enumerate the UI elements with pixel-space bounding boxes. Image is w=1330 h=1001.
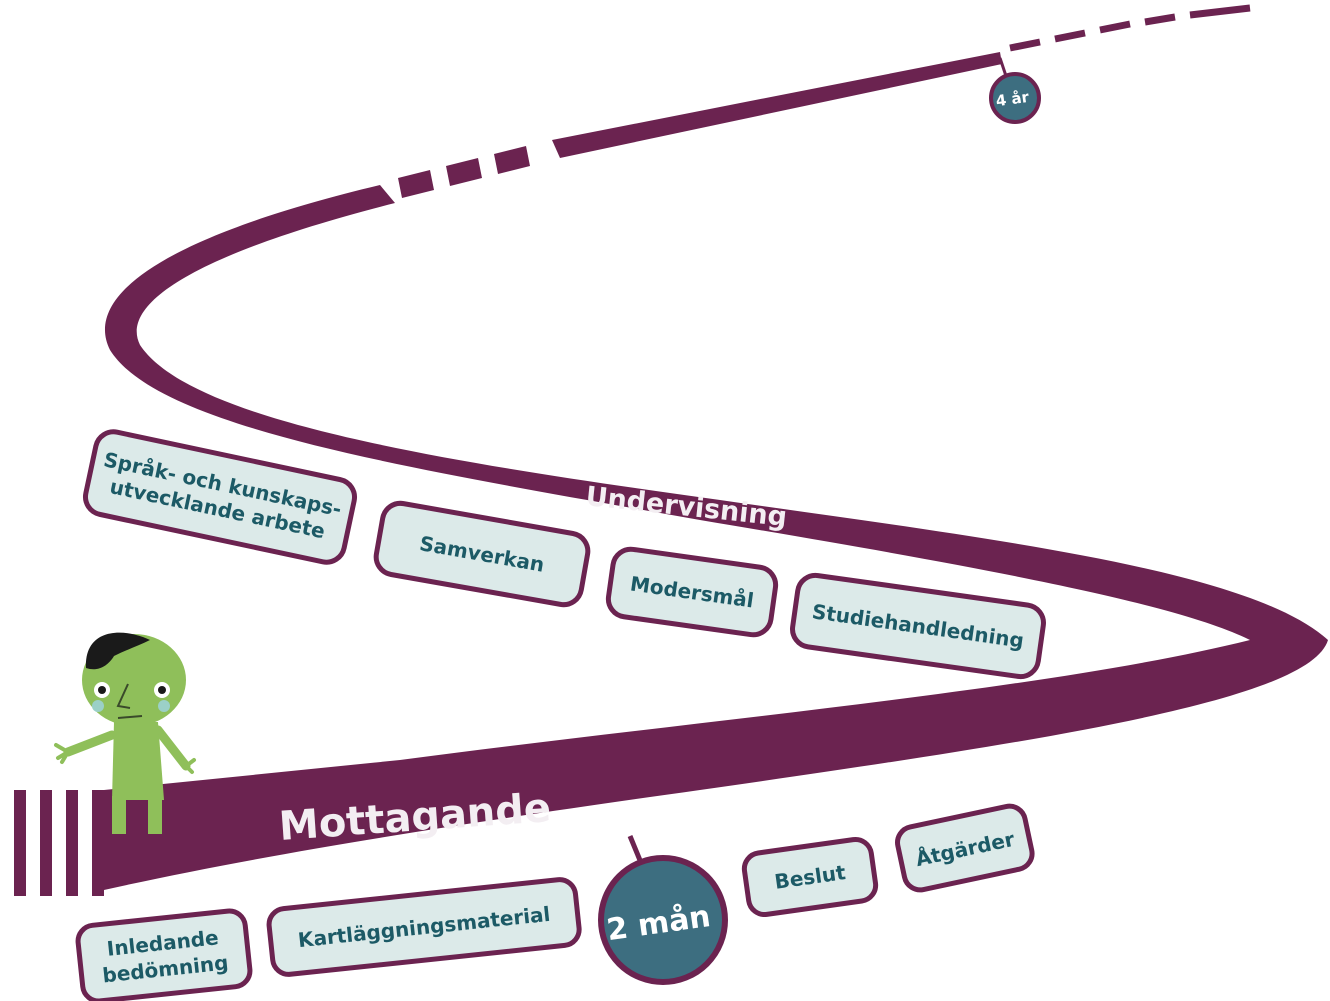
milestone-four-years-label: 4 år [995,88,1031,111]
reception-boxes: Inledande bedömning Kartläggningsmateria… [75,803,1035,1001]
road-label-teaching: Undervisning [584,481,788,533]
road-band [104,185,1328,890]
road-dashes [398,146,530,198]
road-upper [552,52,1002,158]
box-inledande-bedomning[interactable]: Inledande bedömning [75,908,253,1001]
road [14,4,1328,896]
box-studiehandledning[interactable]: Studiehandledning [790,572,1046,680]
milestone-four-years: 4 år [989,57,1041,124]
box-sprak-kunskapsutvecklande[interactable]: Språk- och kunskaps- utvecklande arbete [82,428,358,565]
box-beslut[interactable]: Beslut [741,836,879,918]
milestone-two-months: 2 mån [598,835,728,985]
road-upper-dashes [1009,4,1251,52]
box-samverkan[interactable]: Samverkan [373,500,591,608]
box-modersmal[interactable]: Modersmål [605,546,779,638]
box-atgarder[interactable]: Åtgärder [895,803,1035,893]
child-figure-icon [54,632,196,834]
box-kartlaggningsmaterial[interactable]: Kartläggningsmaterial [266,877,582,977]
road-start-stripes [14,790,104,896]
